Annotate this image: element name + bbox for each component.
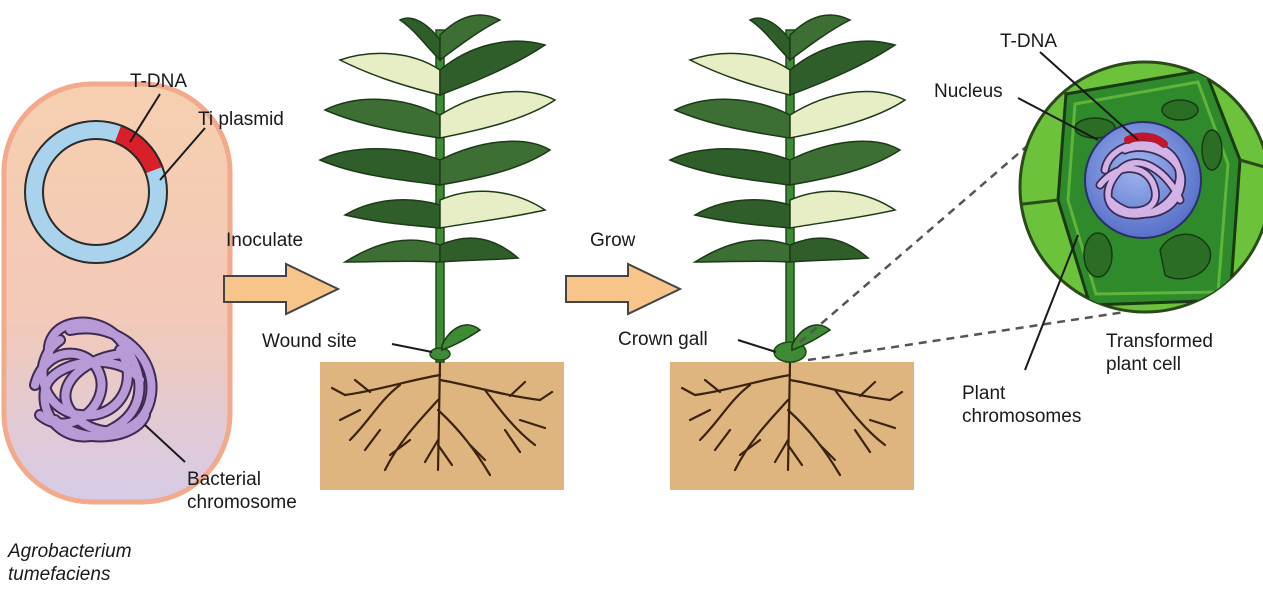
plant-chromosomes-label: Plant chromosomes: [962, 382, 1081, 428]
nucleus-label: Nucleus: [934, 80, 1003, 103]
organism-name-line2: tumefaciens: [8, 563, 132, 586]
t-dna-label-right: T-DNA: [1000, 30, 1057, 53]
t-dna-label-left: T-DNA: [130, 70, 187, 93]
crown-gall-label: Crown gall: [618, 328, 708, 351]
ti-plasmid-label: Ti plasmid: [198, 108, 284, 131]
wound-site-label: Wound site: [262, 330, 357, 353]
inoculate-label: Inoculate: [226, 229, 303, 252]
transformed-plant-cell-label: Transformed plant cell: [1106, 330, 1213, 376]
bacterial-chromosome-label-line1: Bacterial: [187, 468, 297, 491]
organism-name-label: Agrobacterium tumefaciens: [8, 540, 132, 586]
transformed-plant-cell-line1: Transformed: [1106, 330, 1213, 353]
bacterial-chromosome-label: Bacterial chromosome: [187, 468, 297, 514]
transformed-plant-cell-line2: plant cell: [1106, 353, 1213, 376]
organism-name-line1: Agrobacterium: [8, 540, 132, 563]
bacterial-chromosome-label-line2: chromosome: [187, 491, 297, 514]
grow-label: Grow: [590, 229, 635, 252]
plant-chromosomes-line2: chromosomes: [962, 405, 1081, 428]
plant-chromosomes-line1: Plant: [962, 382, 1081, 405]
